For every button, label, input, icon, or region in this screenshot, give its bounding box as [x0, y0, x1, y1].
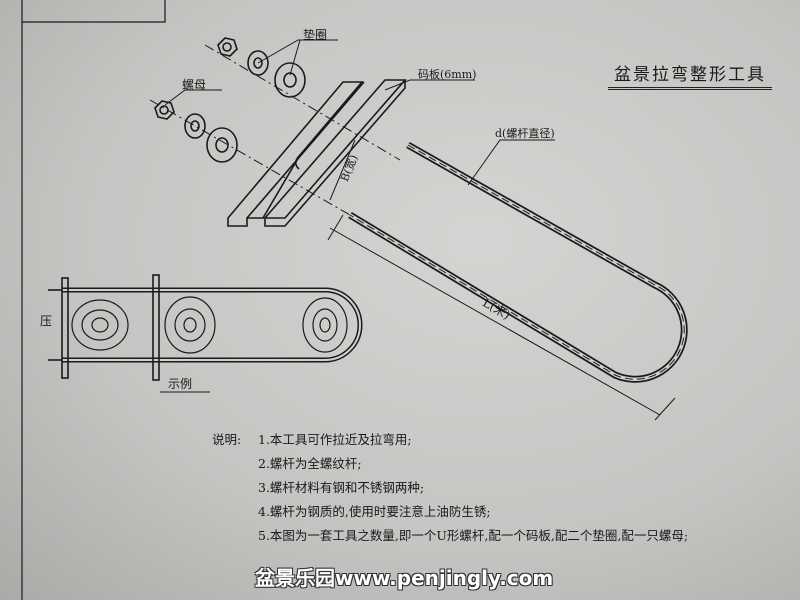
washer-small-upper: [247, 50, 269, 76]
nut-upper: [217, 37, 238, 57]
slotted-plate: [227, 79, 407, 227]
notes-heading: 说明:: [212, 432, 242, 447]
drawing-title: 盆景拉弯整形工具: [608, 60, 772, 90]
width-dimension: [329, 139, 356, 201]
leader-lines: [164, 39, 555, 186]
note-item: 2.螺杆为全螺纹杆;: [258, 456, 362, 471]
watermark: 盆景乐园www.penjingly.com: [255, 566, 554, 590]
u-bolt-rod: [348, 141, 688, 383]
notes-section: 说明: 1.本工具可作拉近及拉弯用; 2.螺杆为全螺纹杆; 3.螺杆材料有钢和不…: [212, 428, 688, 548]
rod-diameter-label: d(螺杆直径): [495, 127, 555, 140]
example-assembly: [48, 274, 363, 393]
note-item: 1.本工具可作拉近及拉弯用;: [258, 432, 412, 447]
note-item: 5.本图为一套工具之数量,即一个U形螺杆,配一个码板,配二个垫圈,配一只螺母;: [258, 528, 689, 543]
note-item: 3.螺杆材料有钢和不锈钢两种;: [258, 480, 425, 495]
nut-label: 螺母: [182, 78, 207, 92]
note-item: 4.螺杆为钢质的,使用时要注意上油防生锈;: [258, 504, 491, 519]
nut-lower: [154, 100, 175, 120]
washer-large-lower: [206, 127, 238, 163]
example-label: 示例: [168, 377, 193, 391]
length-dimension: [327, 214, 676, 421]
washer-label: 垫圈: [303, 28, 328, 42]
plate-label: 码板(6mm): [418, 68, 477, 81]
washer-small-lower: [184, 113, 206, 139]
center-lines: [149, 44, 401, 216]
sheet-frame: [21, 0, 166, 600]
press-label: 压: [40, 314, 53, 328]
washer-large-upper: [274, 62, 306, 98]
